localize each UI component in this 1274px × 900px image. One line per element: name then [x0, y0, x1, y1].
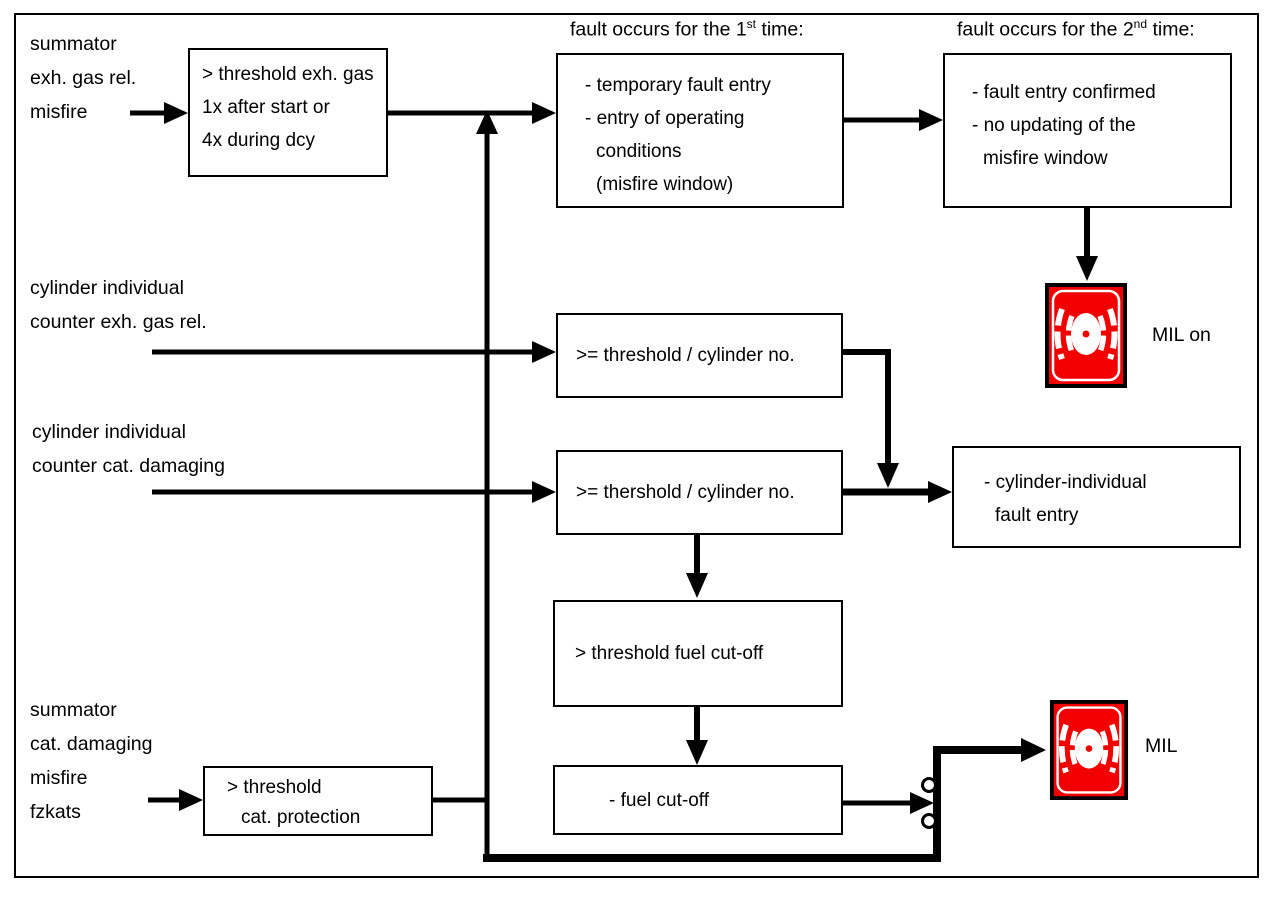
label-line: cylinder individual — [30, 277, 184, 299]
connector-feedback-bottom — [483, 738, 1046, 862]
connector-exhgas-to-firsttime — [388, 102, 556, 124]
mil-indicator-icon — [1049, 700, 1129, 800]
connector-second-to-milon — [1076, 208, 1098, 281]
box-line: - entry of operating — [585, 108, 745, 129]
box-line: (misfire window) — [596, 174, 734, 195]
label-line: cat. damaging — [30, 733, 153, 755]
mil-on-indicator-icon — [1045, 283, 1127, 388]
connector-input-misfire — [130, 102, 188, 124]
box-threshold-cyl-exh: >= threshold / cylinder no. — [556, 313, 843, 398]
box-line: 4x during dcy — [202, 130, 316, 151]
box-line: > threshold exh. gas — [202, 64, 374, 85]
label-line: cylinder individual — [32, 421, 186, 443]
input-label-cyl-exh: cylinder individual counter exh. gas rel… — [30, 271, 207, 339]
connector-input-counter-exh — [152, 341, 556, 363]
connector-fuelcutoff-out — [843, 792, 934, 814]
heading-text: time: — [756, 18, 804, 41]
junction-hooks — [921, 777, 937, 829]
heading-superscript: nd — [1133, 17, 1148, 31]
label-line: counter exh. gas rel. — [30, 311, 207, 333]
box-exh-gas-threshold: > threshold exh. gas 1x after start or 4… — [188, 48, 388, 177]
box-line: fault entry — [995, 505, 1079, 526]
connector-cylthreshold1-out — [843, 349, 899, 488]
box-line: >= threshold / cylinder no. — [576, 345, 795, 366]
label-line: summator — [30, 33, 117, 55]
label-line: fzkats — [30, 801, 81, 823]
box-cyl-individual-fault: - cylinder-individual fault entry — [952, 446, 1241, 548]
input-label-summator-cat: summator cat. damaging misfire fzkats — [30, 693, 153, 829]
box-line: conditions — [596, 141, 682, 162]
heading-second-time: fault occurs for the 2nd time: — [957, 17, 1195, 42]
box-line: - temporary fault entry — [585, 75, 771, 96]
heading-first-time: fault occurs for the 1st time: — [570, 17, 804, 42]
heading-text: fault occurs for the 1 — [570, 18, 747, 41]
box-line: > threshold fuel cut-off — [575, 643, 764, 664]
mil-label: MIL — [1145, 735, 1178, 757]
box-fuel-cutoff-threshold: > threshold fuel cut-off — [553, 600, 843, 707]
input-label-cyl-cat: cylinder individual counter cat. damagin… — [32, 415, 225, 483]
box-line: - cylinder-individual — [984, 472, 1147, 493]
connector-cylthreshold2-out — [843, 481, 952, 503]
connector-first-to-second — [844, 109, 943, 131]
label-line: exh. gas rel. — [30, 67, 137, 89]
box-line: - no updating of the — [972, 115, 1136, 136]
connector-input-fzkats — [148, 789, 203, 811]
heading-text: fault occurs for the 2 — [957, 18, 1134, 41]
label-line: summator — [30, 699, 117, 721]
label-line: misfire — [30, 767, 88, 789]
mil-on-label: MIL on — [1152, 324, 1211, 346]
heading-text: time: — [1147, 18, 1195, 41]
box-line: - fuel cut-off — [609, 789, 709, 811]
box-line: >= thershold / cylinder no. — [576, 482, 795, 503]
box-threshold-cyl-cat: >= thershold / cylinder no. — [556, 450, 843, 535]
box-line: cat. protection — [241, 807, 361, 828]
box-first-time: - temporary fault entry - entry of opera… — [556, 53, 844, 208]
connector-to-fuelcutoff — [686, 707, 708, 765]
box-line: 1x after start or — [202, 97, 330, 118]
label-line: misfire — [30, 101, 88, 123]
connector-input-counter-cat — [152, 481, 556, 503]
connector-feedback-vertical — [476, 110, 498, 860]
box-second-time: - fault entry confirmed - no updating of… — [943, 53, 1232, 208]
box-cat-protection: > threshold cat. protection — [203, 766, 433, 836]
connectors — [130, 102, 1098, 862]
connector-to-fuelthreshold — [686, 535, 708, 598]
box-line: > threshold — [227, 777, 322, 798]
box-line: misfire window — [983, 148, 1108, 169]
heading-superscript: st — [746, 17, 757, 31]
box-fuel-cutoff: - fuel cut-off — [553, 765, 843, 835]
diagram-border — [14, 13, 1259, 878]
box-line: - fault entry confirmed — [972, 82, 1156, 103]
input-label-summator-exh: summator exh. gas rel. misfire — [30, 27, 136, 129]
label-line: counter cat. damaging — [32, 455, 225, 477]
